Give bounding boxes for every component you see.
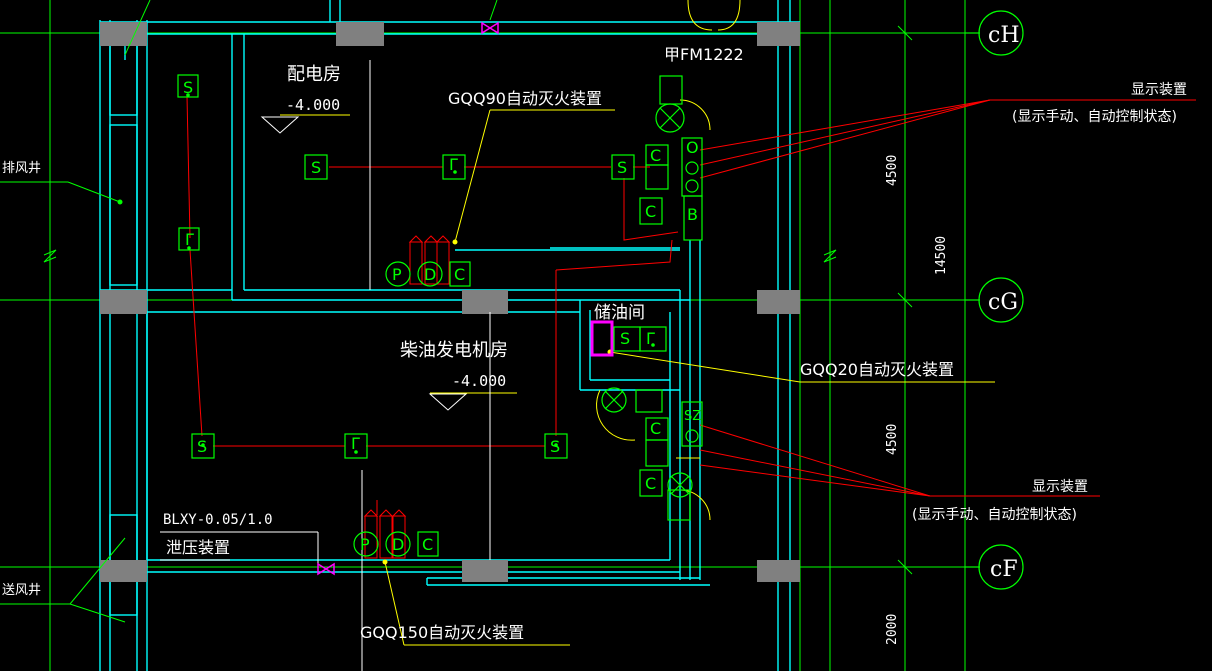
walls [99, 0, 800, 671]
cables [186, 95, 1196, 559]
label-blxy-name: 泄压装置 [166, 538, 230, 557]
sym-s-3: S [617, 158, 627, 177]
valves [317, 21, 614, 576]
sym-b-1: B [687, 205, 698, 224]
sym-l-3: Γ [351, 434, 360, 453]
device-symbols [177, 10, 1024, 590]
sym-l-1: Γ [185, 230, 194, 249]
sym-s-2: S [311, 158, 321, 177]
label-supply-shaft: 送风井 [2, 583, 41, 598]
sym-d-2: D [392, 535, 404, 554]
label-gqq150: GQQ150自动灭火装置 [360, 623, 524, 642]
room-name-generator: 柴油发电机房 [400, 340, 508, 361]
label-exhaust-shaft: 排风井 [2, 161, 41, 176]
label-gqq90: GQQ90自动灭火装置 [448, 89, 602, 108]
label-display-bot-1: 显示装置 [1032, 479, 1088, 495]
sym-s-4: S [197, 437, 207, 456]
columns [100, 22, 800, 582]
room-labels: 配电房 -4.000 柴油发电机房 -4.000 储油间 [286, 64, 645, 390]
label-gqq20: GQQ20自动灭火装置 [800, 360, 954, 379]
sym-s-6: S [620, 329, 630, 348]
sym-s-5: S [550, 437, 560, 456]
sym-p-1: P [392, 265, 402, 284]
room-name-distribution: 配电房 [287, 64, 341, 85]
dim-2000: 2000 [885, 614, 900, 645]
annotation-lines [160, 60, 491, 671]
sym-p-2: P [360, 535, 370, 554]
sym-d-1: D [424, 265, 436, 284]
label-blxy-model: BLXY-0.05/1.0 [163, 512, 273, 528]
sym-c-4: C [645, 202, 656, 221]
doors [596, 0, 741, 521]
annotation-labels: GQQ90自动灭火装置 GQQ20自动灭火装置 GQQ150自动灭火装置 甲FM… [2, 45, 1187, 642]
sym-c-2: C [422, 535, 433, 554]
device-dots [186, 93, 655, 454]
axis-label-g: cG [988, 290, 1018, 315]
sym-o-1: O [686, 138, 699, 157]
dim-4500-top: 4500 [885, 155, 900, 186]
axis-label-h: cH [988, 23, 1020, 48]
sym-c-3: C [650, 146, 661, 165]
sym-c-6: C [645, 474, 656, 493]
axis-labels: cH cG cF [988, 23, 1020, 582]
room-elev-generator: -4.000 [452, 372, 506, 390]
label-display-top-1: 显示装置 [1131, 82, 1187, 98]
room-elev-distribution: -4.000 [286, 96, 340, 114]
sym-l-2: Γ [449, 155, 458, 174]
dimension-labels: 4500 14500 4500 2000 [885, 155, 949, 645]
sym-s-1: S [183, 78, 193, 97]
dim-14500: 14500 [934, 236, 949, 275]
label-display-top-2: (显示手动、自动控制状态) [1012, 109, 1177, 125]
symbol-letters: S Γ S Γ S S Γ S Γ S P D C P D C C C B O … [183, 78, 701, 554]
label-display-bot-2: (显示手动、自动控制状态) [912, 507, 1077, 523]
sym-c-5: C [650, 419, 661, 438]
sym-l-4: Γ [646, 329, 655, 348]
dim-4500-bottom: 4500 [885, 424, 900, 455]
grid-lines [0, 0, 980, 671]
sym-c-1: C [454, 265, 465, 284]
label-fm: 甲FM1222 [664, 45, 744, 64]
room-name-oil-store: 储油间 [594, 303, 645, 323]
leader-lines [280, 109, 995, 646]
sym-sz-1: SZ [684, 409, 701, 424]
axis-label-f: cF [990, 557, 1018, 582]
shaft-markers [0, 0, 498, 623]
